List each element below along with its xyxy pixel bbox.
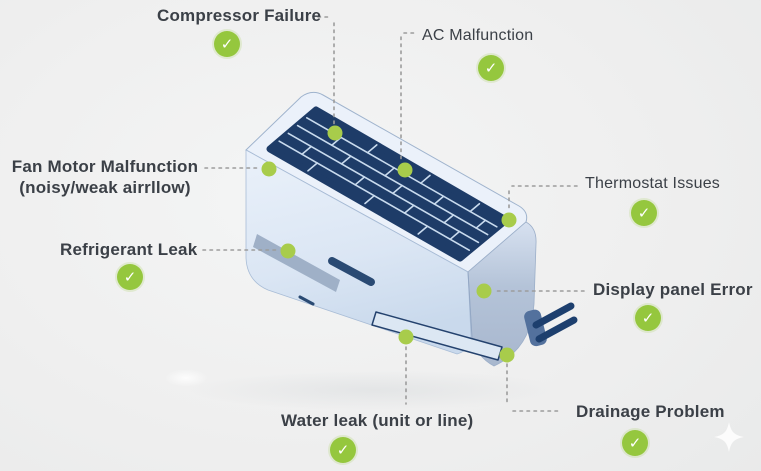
check-icon-thermostat: ✓ (631, 200, 657, 226)
grille-line (475, 219, 487, 229)
callout-dot-water-leak (398, 329, 414, 345)
lower-vent (371, 311, 503, 361)
grille-line (469, 202, 481, 213)
callout-lines (202, 16, 585, 412)
grille-line (443, 214, 455, 224)
label-text-line1: Fan Motor Malfunction (11, 157, 199, 176)
label-thermostat-issues: Thermostat Issues (585, 175, 720, 193)
callout-line-thermostat (508, 185, 578, 212)
callout-dot-ac-malfunction (397, 162, 413, 178)
label-text-line2: (noisy/weak airrllow) (19, 178, 191, 197)
grille-line (296, 124, 489, 236)
grille-line (354, 176, 366, 186)
check-icon-ac-malfunction: ✓ (478, 55, 504, 81)
louver-slat (328, 257, 375, 286)
label-water-leak: Water leak (unit or line) (281, 411, 473, 431)
callout-line-compressor (317, 16, 335, 127)
callout-line-ac-malfunction (400, 32, 415, 163)
label-fan-motor-malfunction: Fan Motor Malfunction (noisy/weak airrll… (8, 156, 202, 198)
check-icon-refrigerant: ✓ (117, 264, 143, 290)
grille-line (366, 144, 378, 154)
check-icon-drainage: ✓ (622, 430, 648, 456)
pipe-lower (535, 316, 578, 343)
grille-line (364, 194, 376, 205)
label-text: Thermostat Issues (585, 175, 721, 192)
grille-line (392, 184, 403, 195)
callout-dot-thermostat (501, 212, 517, 228)
grille-line (417, 225, 429, 235)
front-cap-seam (467, 271, 473, 339)
label-text: Refrigerant Leak (60, 240, 198, 259)
unit-shadow (190, 370, 560, 410)
grille-line (287, 132, 480, 244)
label-refrigerant-leak: Refrigerant Leak (60, 240, 197, 260)
grille-line (301, 145, 313, 156)
callout-dot-refrigerant (280, 243, 296, 259)
label-drainage-problem: Drainage Problem (576, 402, 725, 422)
check-icon-display: ✓ (635, 305, 661, 331)
label-text: Water leak (unit or line) (281, 411, 474, 430)
callout-dot-fan-motor (261, 161, 277, 177)
label-text: AC Malfunction (422, 27, 534, 44)
label-compressor-failure: Compressor Failure (157, 6, 321, 26)
grille-line (340, 155, 352, 165)
callout-dots (261, 125, 517, 363)
grille-line (384, 167, 396, 177)
louver-slat-small (298, 295, 315, 306)
label-display-panel-error: Display panel Error (593, 280, 753, 300)
label-ac-malfunction: AC Malfunction (422, 27, 533, 45)
floor-glow (164, 369, 208, 387)
label-text: Display panel Error (593, 280, 753, 299)
callout-dot-drainage (499, 347, 515, 363)
callout-line-drainage (506, 363, 560, 412)
check-icon-water-leak: ✓ (330, 437, 356, 463)
front-vent-groove (253, 234, 340, 292)
callout-dot-compressor (327, 125, 343, 141)
label-text: Drainage Problem (576, 402, 725, 421)
grille-line (403, 204, 415, 214)
refrigerant-pipes (524, 302, 578, 347)
callout-dot-display (476, 283, 492, 299)
pipe-upper (532, 302, 575, 329)
label-text: Compressor Failure (157, 6, 322, 25)
ac-unit-illustration (245, 91, 578, 367)
grille-line (419, 174, 431, 184)
grille-line (307, 162, 319, 172)
grille-line (433, 195, 445, 205)
grille-line (449, 230, 461, 241)
sparkle-icon (714, 422, 744, 452)
check-icon-compressor: ✓ (214, 31, 240, 57)
